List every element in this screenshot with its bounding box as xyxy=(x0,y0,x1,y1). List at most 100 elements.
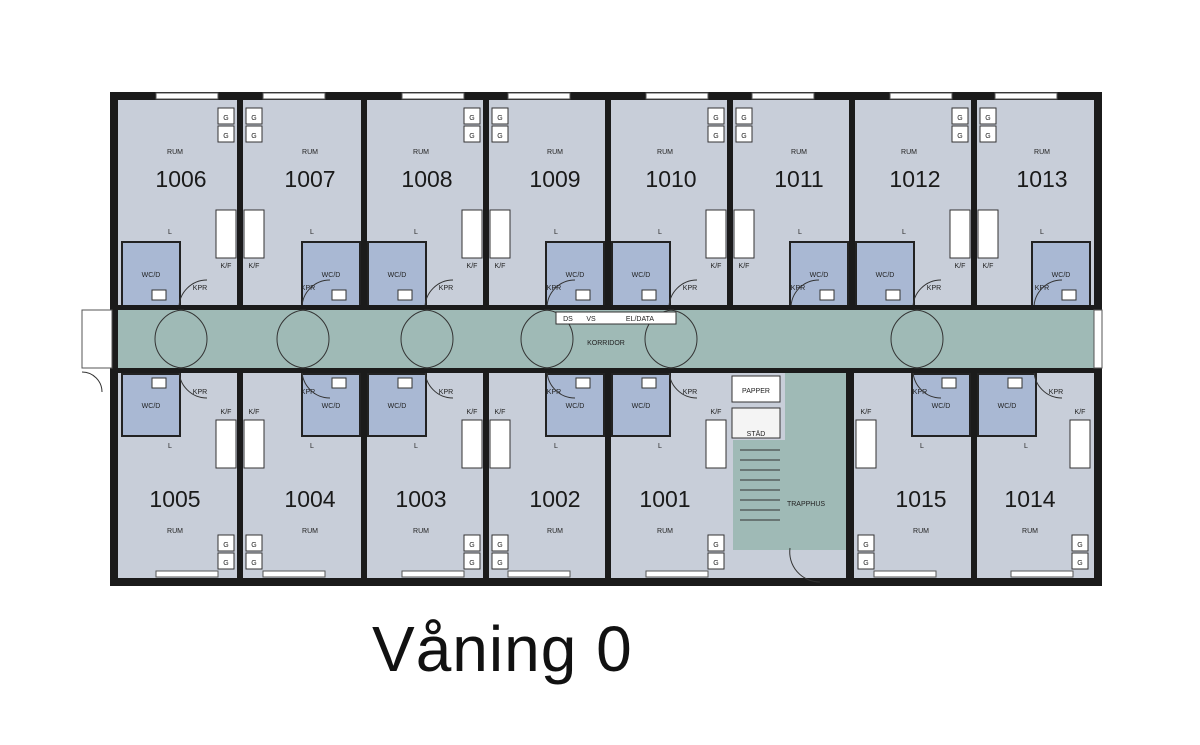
wc-label: WC/D xyxy=(142,403,161,410)
room-label: RUM xyxy=(302,149,318,156)
corridor-wall-top xyxy=(118,305,1094,310)
room-label: RUM xyxy=(413,528,429,535)
wc-label: WC/D xyxy=(998,403,1017,410)
wardrobe xyxy=(951,107,969,125)
wardrobe xyxy=(491,125,509,143)
sink xyxy=(1007,377,1023,389)
wc-label: WC/D xyxy=(632,272,651,279)
lamp-label: L xyxy=(1024,443,1028,450)
wardrobe xyxy=(857,552,875,570)
entrance-door xyxy=(789,547,821,583)
bathroom-wall xyxy=(545,373,605,437)
sink xyxy=(575,289,591,301)
room-number: 1004 xyxy=(284,486,335,512)
window xyxy=(507,570,571,578)
window xyxy=(645,92,709,100)
wardrobe xyxy=(463,107,481,125)
wardrobe-label: G xyxy=(713,133,718,140)
door-swing xyxy=(668,369,698,399)
wardrobe-label: G xyxy=(251,542,256,549)
door-swing xyxy=(301,369,331,399)
room-number: 1010 xyxy=(645,166,696,192)
kpr-label: KPR xyxy=(547,389,561,396)
kitchen-label: K/F xyxy=(495,263,506,270)
wardrobe xyxy=(217,552,235,570)
door-swing xyxy=(301,279,331,309)
cleaning-room xyxy=(731,407,781,439)
kitchenette xyxy=(949,209,971,259)
wardrobe-label: G xyxy=(223,560,228,567)
wardrobe xyxy=(245,107,263,125)
lamp-label: L xyxy=(554,443,558,450)
room-number: 1011 xyxy=(774,166,823,192)
sink xyxy=(331,289,347,301)
bathroom xyxy=(302,374,360,436)
wardrobe-label: G xyxy=(713,542,718,549)
room-number: 1009 xyxy=(529,166,580,192)
room-number: 1002 xyxy=(529,486,580,512)
lamp-label: L xyxy=(310,229,314,236)
window xyxy=(873,570,937,578)
wardrobe xyxy=(217,534,235,552)
wardrobe xyxy=(735,125,753,143)
room-number: 1003 xyxy=(395,486,446,512)
wc-label: WC/D xyxy=(566,403,585,410)
door-swing xyxy=(790,279,820,309)
wardrobe-label: G xyxy=(741,133,746,140)
room-label: RUM xyxy=(167,149,183,156)
kpr-label: KPR xyxy=(439,389,453,396)
kitchenette xyxy=(461,209,483,259)
room-number: 1012 xyxy=(889,166,940,192)
kitchenette xyxy=(215,419,237,469)
kitchen-label: K/F xyxy=(249,409,260,416)
wardrobe-label: G xyxy=(469,115,474,122)
sink xyxy=(575,377,591,389)
door-swing xyxy=(546,369,576,399)
wardrobe-label: G xyxy=(251,115,256,122)
room-label: RUM xyxy=(657,528,673,535)
wardrobe xyxy=(1071,552,1089,570)
wardrobe xyxy=(707,552,725,570)
bathroom xyxy=(612,374,670,436)
floor-title: Våning 0 xyxy=(372,613,633,685)
room-label: RUM xyxy=(657,149,673,156)
side-door xyxy=(81,371,103,393)
kitchen-label: K/F xyxy=(221,263,232,270)
wardrobe-label: G xyxy=(223,542,228,549)
window xyxy=(1010,570,1074,578)
lamp-label: L xyxy=(902,229,906,236)
corridor-door xyxy=(154,309,185,369)
wc-label: WC/D xyxy=(322,403,341,410)
partition-wall xyxy=(605,368,611,578)
wardrobe-label: G xyxy=(497,115,502,122)
wardrobe-label: G xyxy=(469,560,474,567)
wardrobe xyxy=(857,534,875,552)
wc-label: WC/D xyxy=(388,403,407,410)
wardrobe xyxy=(979,107,997,125)
partition-wall xyxy=(361,100,367,310)
lamp-label: L xyxy=(1040,229,1044,236)
kpr-label: KPR xyxy=(913,389,927,396)
wardrobe xyxy=(217,107,235,125)
wardrobe-label: G xyxy=(469,542,474,549)
bathroom xyxy=(912,374,970,436)
lamp-label: L xyxy=(414,229,418,236)
wc-label: WC/D xyxy=(142,272,161,279)
window xyxy=(751,92,815,100)
wc-label: WC/D xyxy=(932,403,951,410)
window xyxy=(401,92,465,100)
corridor-label: KORRIDOR xyxy=(587,340,625,347)
kitchen-label: K/F xyxy=(955,263,966,270)
corridor-door xyxy=(299,309,330,369)
wardrobe-label: G xyxy=(223,133,228,140)
lamp-label: L xyxy=(658,229,662,236)
partition-wall xyxy=(971,368,977,578)
wc-label: WC/D xyxy=(566,272,585,279)
room-number: 1015 xyxy=(895,486,946,512)
lamp-label: L xyxy=(554,229,558,236)
lamp-label: L xyxy=(168,443,172,450)
kitchenette xyxy=(489,209,511,259)
bathroom xyxy=(122,242,180,306)
kpr-label: KPR xyxy=(683,389,697,396)
